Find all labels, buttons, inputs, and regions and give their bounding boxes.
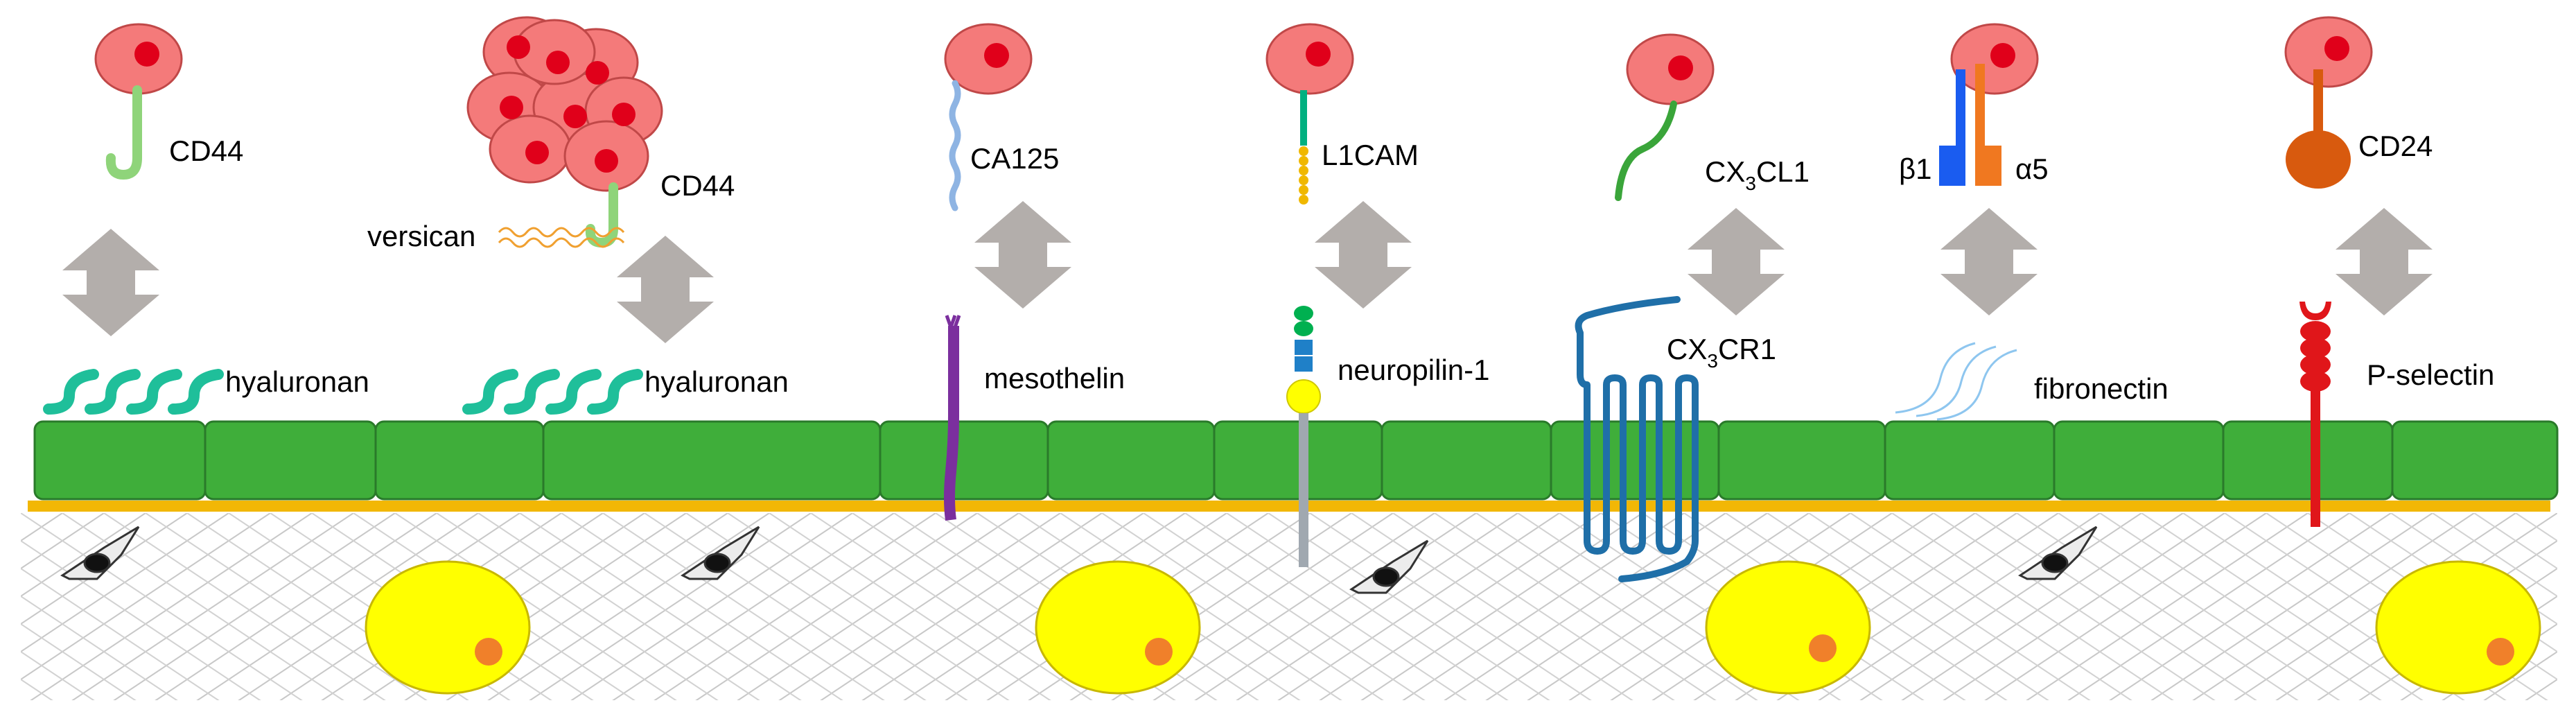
versican-fiber	[498, 227, 625, 248]
adipocytes	[365, 560, 2541, 695]
fibroblasts	[60, 526, 2098, 594]
l1cam-beads	[1299, 146, 1308, 205]
label-cd44-2: CD44	[660, 169, 735, 202]
label-hyaluronan-2: hyaluronan	[645, 365, 789, 398]
cancer-cell-5	[1626, 33, 1715, 105]
cancer-cell-7	[2284, 16, 2373, 88]
cd44-receptor-1	[105, 85, 142, 180]
label-cd24: CD24	[2358, 130, 2433, 162]
basement-membrane	[28, 501, 2550, 512]
mesothelin-protein	[944, 326, 959, 521]
pselectin-receptor	[2299, 302, 2331, 527]
cancer-cell-6	[1950, 23, 2039, 95]
cd24-stalk	[2313, 69, 2323, 132]
label-ca125: CA125	[970, 142, 1059, 175]
cancer-cell-4	[1265, 23, 1354, 95]
cancer-cell-1	[94, 23, 183, 95]
integrin-beta1	[1939, 69, 1965, 186]
fibronectin-fibers	[1895, 342, 2017, 421]
double-arrows	[62, 201, 2433, 343]
label-versican: versican	[367, 220, 475, 252]
cancer-cell-3	[944, 23, 1033, 95]
label-cd44-1: CD44	[169, 134, 243, 167]
hyaluronan-2	[462, 369, 643, 415]
hyaluronan-1	[43, 369, 224, 415]
label-neuropilin: neuropilin-1	[1338, 354, 1489, 386]
label-beta1: β1	[1899, 153, 1932, 185]
label-l1cam: L1CAM	[1322, 139, 1419, 171]
l1cam-stalk	[1300, 90, 1307, 146]
cd44-receptor-2	[585, 182, 618, 248]
cancer-cell-cluster	[466, 16, 663, 192]
label-cx3cl1: CX3CL1	[1705, 155, 1810, 194]
integrin-alpha5	[1975, 64, 2001, 186]
ca125-mucin	[949, 80, 961, 211]
label-fibronectin: fibronectin	[2034, 372, 2168, 405]
cx3cr1-receptor	[1575, 296, 1699, 582]
neuropilin-receptor	[1286, 306, 1321, 567]
label-hyaluronan-1: hyaluronan	[225, 365, 369, 398]
cx3cl1-ligand	[1615, 101, 1677, 201]
mesothelial-layer	[33, 420, 2559, 501]
cd24-head	[2286, 130, 2351, 189]
label-cx3cr1: CX3CR1	[1667, 333, 1776, 372]
label-mesothelin: mesothelin	[984, 362, 1125, 394]
label-alpha5: α5	[2015, 153, 2049, 185]
label-pselectin: P-selectin	[2367, 358, 2494, 391]
